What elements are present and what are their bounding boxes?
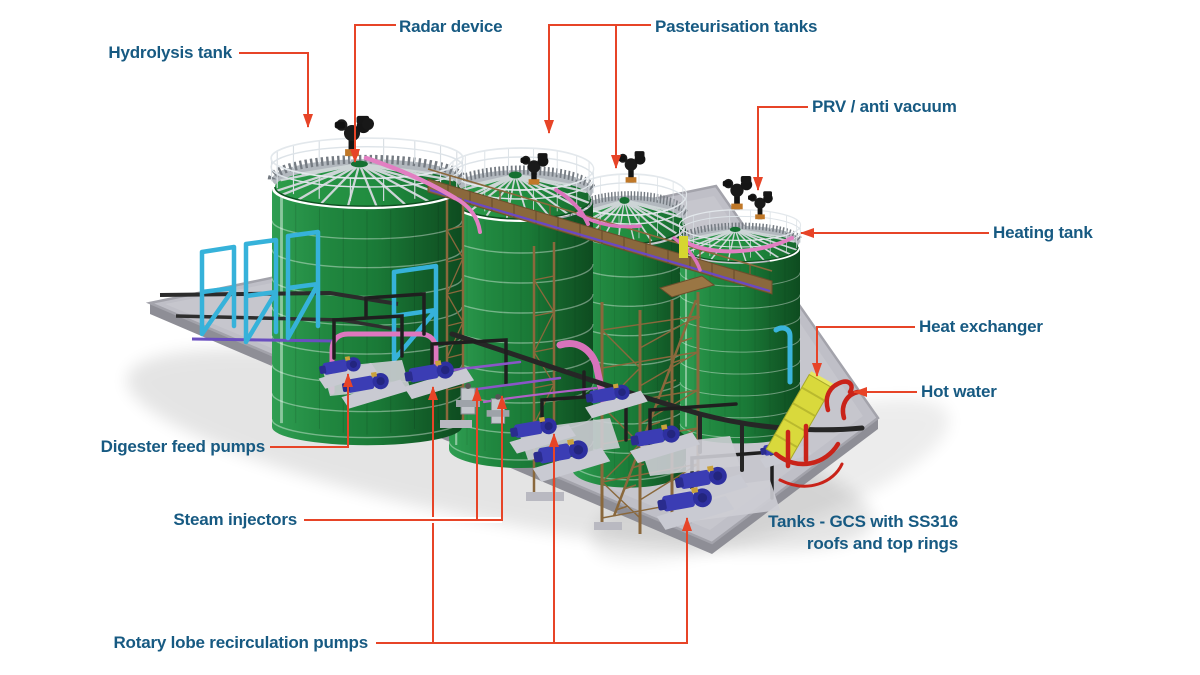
label-rotary-lobe-pumps: Rotary lobe recirculation pumps: [113, 633, 368, 652]
leader-pasteurisation-1: [544, 24, 651, 134]
label-pasteurisation-tanks: Pasteurisation tanks: [655, 17, 818, 36]
hot-water-pipes-illustration: [773, 379, 861, 488]
tanks-material-note-line2: roofs and top rings: [806, 533, 958, 553]
leader-prv-anti-vacuum: [753, 106, 808, 191]
label-radar-device: Radar device: [399, 17, 503, 36]
leader-steam-main: [304, 395, 507, 521]
label-hot-water: Hot water: [921, 382, 997, 401]
callout-leaders: [239, 24, 989, 644]
leader-hydrolysis-tank: [239, 52, 313, 128]
radar-device-illustration: [334, 115, 374, 157]
label-digester-feed-pumps: Digester feed pumps: [100, 437, 266, 456]
steam-injectors-illustration: [456, 383, 510, 424]
label-hydrolysis-tank: Hydrolysis tank: [108, 43, 232, 62]
label-prv-anti-vacuum: PRV / anti vacuum: [812, 97, 957, 116]
leader-radar-device: [350, 24, 396, 163]
pump-skids: [315, 351, 813, 532]
label-heat-exchanger: Heat exchanger: [919, 317, 1043, 336]
label-steam-injectors: Steam injectors: [173, 510, 297, 529]
label-heating-tank: Heating tank: [993, 223, 1093, 242]
heat-exchanger-illustration: [765, 325, 861, 488]
walkway-bridge: [427, 168, 773, 295]
roof-valves: [334, 115, 773, 220]
leader-heat-exchanger: [812, 326, 915, 377]
tanks-material-note: Tanks - GCS with SS316 roofs and top rin…: [658, 511, 958, 554]
leader-rotary-main: [376, 517, 692, 644]
leader-digester-feed-pumps: [270, 373, 353, 448]
tanks-material-note-line1: Tanks - GCS with SS316: [768, 512, 958, 531]
